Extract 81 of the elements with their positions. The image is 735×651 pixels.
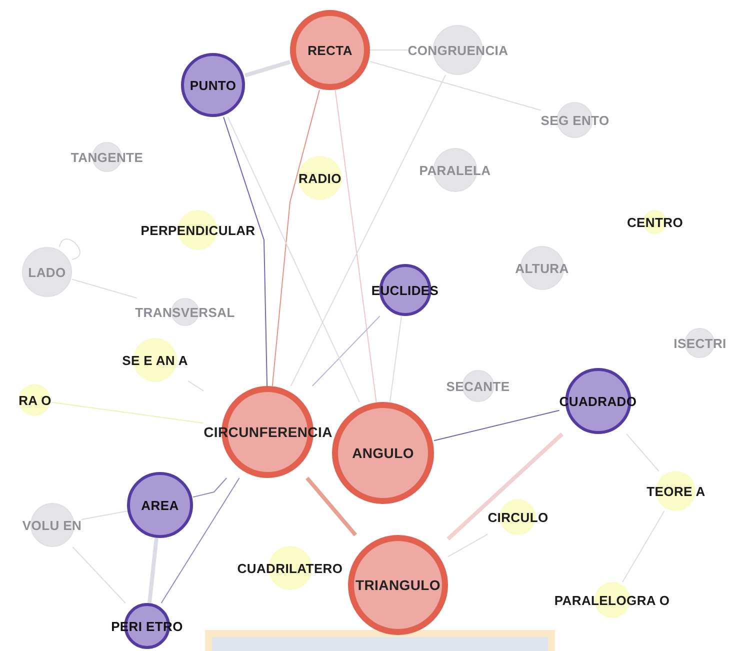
node-label: CUADRILATERO [237,560,343,576]
concept-node [626,210,684,234]
node-label: ANGULO [352,445,414,461]
node-label: EUCLIDES [371,282,439,298]
node-label: TANGENTE [70,150,144,164]
concept-node [371,264,439,316]
connector-line [50,402,204,424]
node-label: PERPENDICULAR [140,222,256,238]
connector-line [72,546,126,604]
concept-node [554,582,670,618]
node-label: PERI ETRO [111,618,183,634]
connector-line [446,432,564,540]
node-label: CUADRADO [559,394,637,408]
connector-line [272,90,320,386]
connector-line [187,380,204,392]
concept-node [298,156,342,200]
node-label: ISECTRI [674,336,726,350]
node-label: VOLU EN [22,518,82,532]
node-label: RADIO [298,170,342,186]
connector-line [160,478,240,604]
node-label: RECTA [308,42,352,58]
concept-node [559,368,637,434]
concept-node [290,10,370,90]
node-label: RA O [18,392,52,408]
node-label: CIRCULO [488,510,548,524]
concept-node [111,603,183,649]
connector-line [434,410,560,442]
concept-node [646,471,706,511]
connector-line [370,60,542,111]
node-label: PUNTO [190,78,236,92]
connector-line [59,238,80,260]
concept-node [22,247,72,297]
concept-node [408,25,508,75]
concept-node [122,338,188,382]
connector-line [72,278,138,298]
connector-line [306,476,358,536]
concept-node [127,472,193,538]
connector-line [290,74,446,386]
concept-node [181,53,245,117]
node-label: AREA [141,498,179,512]
concept-node [135,298,235,326]
connector-line [626,434,660,472]
concept-node [204,386,332,478]
node-label: SEG ENTO [540,112,610,128]
node-label: TEORE A [646,484,706,498]
connector-line [244,60,291,78]
concept-node [22,503,82,547]
concept-node [515,246,569,290]
connector-line [312,316,380,386]
concept-node [419,148,491,192]
connector-line [389,316,402,402]
node-label: SECANTE [446,378,510,394]
concept-node [540,102,610,138]
node-label: PARALELOGRA O [554,592,670,608]
connector-line [448,534,488,558]
node-label: LADO [28,264,66,280]
node-label: SE E AN A [122,352,188,368]
concept-node [70,142,144,172]
node-label: TRANSVERSAL [135,304,235,320]
connector-line [192,478,228,498]
connector-line [334,90,377,402]
node-label: CENTRO [626,214,684,230]
node-label: CIRCUNFERENCIA [204,424,332,440]
concept-node [237,546,343,590]
connector-line [147,538,158,604]
node-label: CONGRUENCIA [408,42,508,58]
panel-box [205,630,555,651]
concept-node [348,535,448,635]
concept-node [140,210,256,250]
connector-line [223,116,268,386]
concept-node [446,370,510,402]
node-label: ALTURA [515,260,569,276]
concept-node [674,328,726,358]
node-label: TRIANGULO [355,577,440,593]
concept-node [18,384,52,416]
connector-line [227,116,360,402]
connector-line [81,510,128,520]
concept-node [332,402,434,504]
concept-node [488,499,548,535]
connector-line [622,510,665,582]
node-label: PARALELA [419,162,491,178]
